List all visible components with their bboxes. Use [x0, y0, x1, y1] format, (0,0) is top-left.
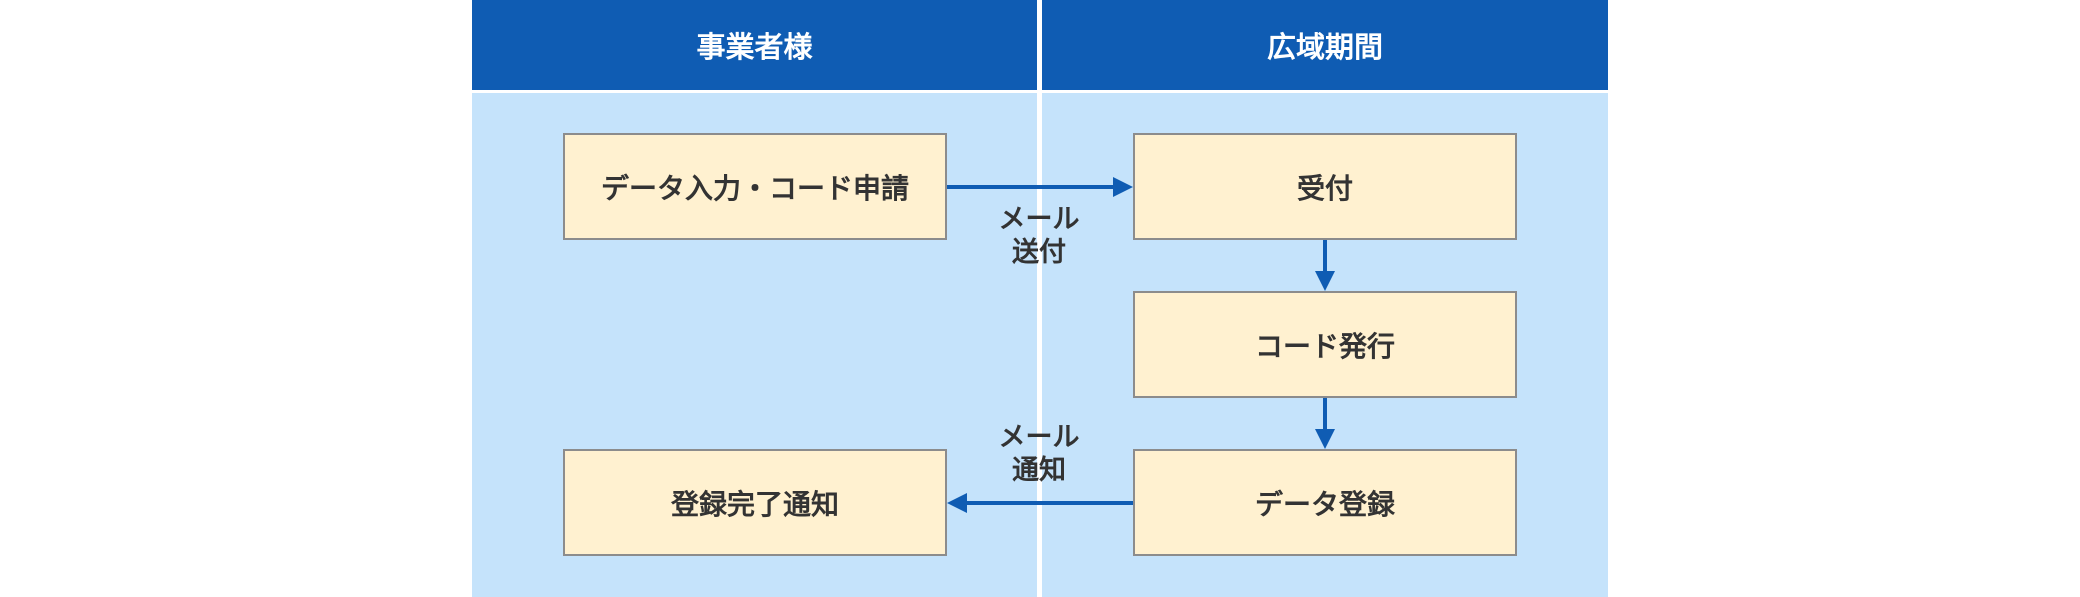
arrow-code-to-registration — [1315, 398, 1335, 449]
node-reception: 受付 — [1133, 133, 1517, 240]
edge-label-notify: メール 通知 — [974, 421, 1104, 487]
node-reception-label: 受付 — [1296, 171, 1353, 205]
node-data-registration: データ登録 — [1133, 449, 1517, 556]
edge-label-notify-line1: メール — [998, 422, 1080, 453]
arrow-send — [947, 177, 1133, 197]
lane-header-business: 事業者様 — [472, 0, 1037, 90]
edge-label-send-line2: 送付 — [1012, 237, 1066, 268]
node-code-issue-label: コード発行 — [1254, 329, 1395, 363]
node-data-registration-label: データ登録 — [1254, 487, 1395, 521]
node-code-issue: コード発行 — [1133, 291, 1517, 398]
node-completion-notice-label: 登録完了通知 — [670, 487, 839, 521]
edge-label-send-line1: メール — [998, 204, 1080, 235]
lane-title-business: 事業者様 — [696, 30, 813, 64]
arrow-reception-to-code — [1315, 240, 1335, 291]
edge-label-notify-line2: 通知 — [1012, 455, 1066, 486]
lane-title-regional: 広域期間 — [1266, 30, 1383, 64]
node-data-input: データ入力・コード申請 — [563, 133, 947, 240]
node-completion-notice: 登録完了通知 — [563, 449, 947, 556]
edge-label-send: メール 送付 — [974, 203, 1104, 269]
node-data-input-label: データ入力・コード申請 — [600, 171, 909, 205]
lane-header-regional: 広域期間 — [1042, 0, 1608, 90]
arrow-notify — [947, 493, 1133, 513]
